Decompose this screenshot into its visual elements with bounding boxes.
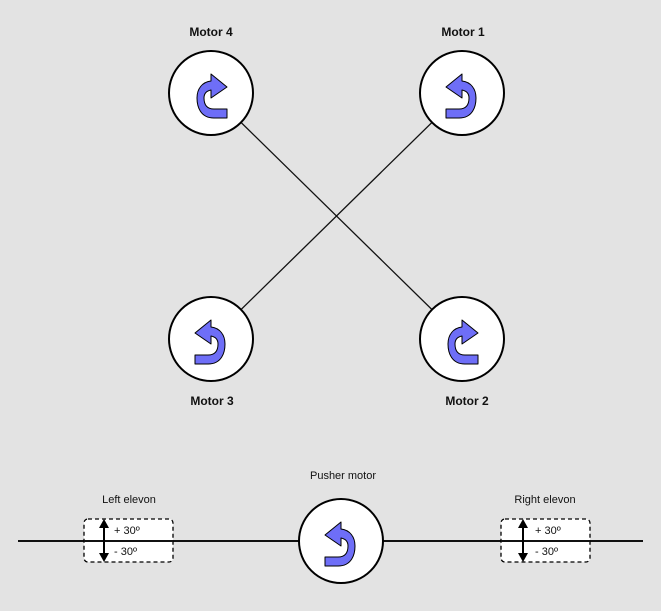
right-elevon-down-limit: - 30º bbox=[535, 546, 558, 558]
left-elevon-down-limit: - 30º bbox=[114, 546, 137, 558]
left-elevon-label: Left elevon bbox=[102, 494, 156, 506]
up-down-arrow-icon bbox=[518, 519, 528, 562]
motor-3-label: Motor 3 bbox=[190, 394, 234, 408]
motor-1-label: Motor 1 bbox=[441, 25, 485, 39]
up-down-arrow-icon bbox=[99, 519, 109, 562]
motor-1[interactable]: Motor 1 bbox=[419, 25, 505, 136]
pusher-motor-label: Pusher motor bbox=[310, 470, 376, 482]
right-elevon-up-limit: + 30º bbox=[535, 525, 561, 537]
left-elevon[interactable]: Left elevon + 30º - 30º bbox=[83, 494, 174, 563]
motor-2[interactable]: Motor 2 bbox=[419, 296, 505, 408]
right-elevon[interactable]: Right elevon + 30º - 30º bbox=[500, 494, 591, 563]
frame-arm-1-3 bbox=[210, 92, 463, 340]
left-elevon-up-limit: + 30º bbox=[114, 525, 140, 537]
motor-2-label: Motor 2 bbox=[445, 394, 489, 408]
motor-4[interactable]: Motor 4 bbox=[168, 25, 254, 136]
pusher-motor[interactable]: Pusher motor bbox=[298, 470, 384, 584]
motor-4-label: Motor 4 bbox=[189, 25, 233, 39]
motor-3[interactable]: Motor 3 bbox=[168, 296, 254, 408]
right-elevon-label: Right elevon bbox=[514, 494, 575, 506]
